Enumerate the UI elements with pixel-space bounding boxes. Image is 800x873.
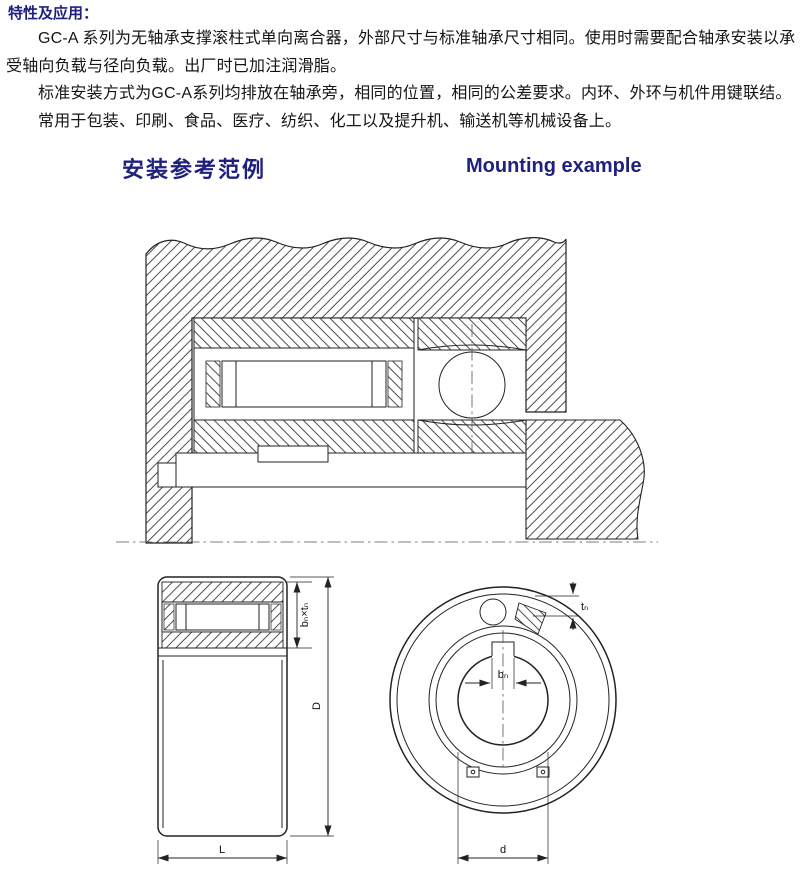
intro-section: 特性及应用： GC-A 系列为无轴承支撑滚柱式单向离合器，外部尺寸与标准轴承尺寸… xyxy=(6,3,796,135)
paragraph-applications: 常用于包装、印刷、食品、医疗、纺织、化工以及提升机、输送机等机械设备上。 xyxy=(38,112,622,130)
clutch-section xyxy=(193,317,415,454)
roller-detail xyxy=(479,598,507,626)
rivet-right xyxy=(536,766,550,778)
dim-label-d: d xyxy=(500,844,506,856)
dimension-tn: tₙ xyxy=(533,582,588,630)
dimension-d: d xyxy=(457,752,549,864)
dimension-bn-tn: bₙ×tₙ xyxy=(287,581,312,649)
dim-label-L: L xyxy=(219,844,225,856)
heading-install-example-cn: 安装参考范例 xyxy=(122,157,267,182)
housing-section xyxy=(145,237,567,544)
sprag-detail xyxy=(514,602,547,635)
dim-label-bn-tn: bₙ×tₙ xyxy=(299,603,311,627)
clutch-front-view xyxy=(389,586,617,814)
clutch-roller xyxy=(221,360,387,408)
shaft-section xyxy=(525,419,645,540)
ball-bearing-section xyxy=(417,317,527,462)
key xyxy=(257,445,329,463)
mounting-cross-section-drawing xyxy=(116,237,658,544)
paragraph-features: GC-A 系列为无轴承支撑滚柱式单向离合器，外部尺寸与标准轴承尺寸相同。使用时需… xyxy=(6,30,796,75)
dim-label-D: D xyxy=(311,702,323,710)
paragraph-mounting: 标准安装方式为GC-A系列均排放在轴承旁，相同的位置，相同的公差要求。内环、外环… xyxy=(38,85,792,102)
dimension-D: D xyxy=(290,576,334,837)
dimension-bn: bₙ xyxy=(465,658,541,689)
dim-label-bn: bₙ xyxy=(498,669,509,681)
front-view-drawing: tₙ bₙ d xyxy=(389,582,617,864)
side-view-drawing: bₙ×tₙ D L xyxy=(157,576,334,864)
bearing-ball xyxy=(438,351,506,419)
clutch-side-view xyxy=(157,576,288,837)
dimension-L: L xyxy=(157,840,288,864)
section-title: 特性及应用： xyxy=(8,5,99,22)
heading-mounting-example-en: Mounting example xyxy=(466,155,642,177)
rivet-left xyxy=(466,766,480,778)
dim-label-tn: tₙ xyxy=(581,601,588,613)
